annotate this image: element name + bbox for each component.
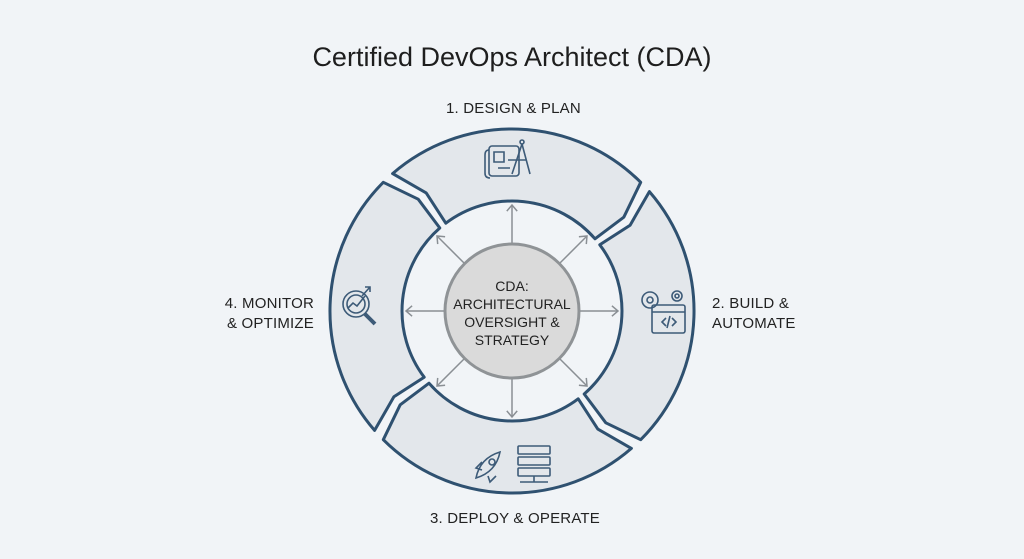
radial-arrow [559,235,588,264]
stage-2-label-line1: 2. BUILD & [712,295,790,312]
stage-4-label-line2: & OPTIMIZE [226,315,314,332]
radial-arrow [436,358,465,387]
stage-2-label: 2. BUILD & AUTOMATE [712,294,796,334]
stage-2-label-line2: AUTOMATE [712,315,796,332]
gears-code-window-icon [641,290,686,334]
center-line-3: OVERSIGHT & [464,314,560,330]
segment-design-plan [391,127,643,241]
stage-1-label: 1. DESIGN & PLAN [446,100,581,117]
segment-monitor-optimize [328,180,442,432]
radial-arrow [404,305,444,317]
page-title: Certified DevOps Architect (CDA) [312,42,712,72]
radial-arrow [506,379,518,419]
radial-arrow [506,203,518,243]
center-line-2: ARCHITECTURAL [453,296,571,312]
stage-3-label: 3. DEPLOY & OPERATE [430,510,600,527]
radial-arrow [580,305,620,317]
stage-4-label-line1: 4. MONITOR [224,295,314,312]
radial-arrow [436,235,465,264]
radial-arrow [559,358,588,387]
segment-deploy-operate [381,381,633,495]
segment-build-automate [582,190,696,442]
stage-4-label: 4. MONITOR & OPTIMIZE [224,294,314,334]
rocket-server-icon [474,445,551,484]
center-circle [443,242,581,380]
center-line-4: STRATEGY [474,332,550,348]
center-line-1: CDA: [495,278,529,294]
center-text: CDA: ARCHITECTURAL OVERSIGHT & STRATEGY [442,277,582,349]
blueprint-compass-icon [484,139,531,179]
magnifier-chart-icon [342,286,377,326]
